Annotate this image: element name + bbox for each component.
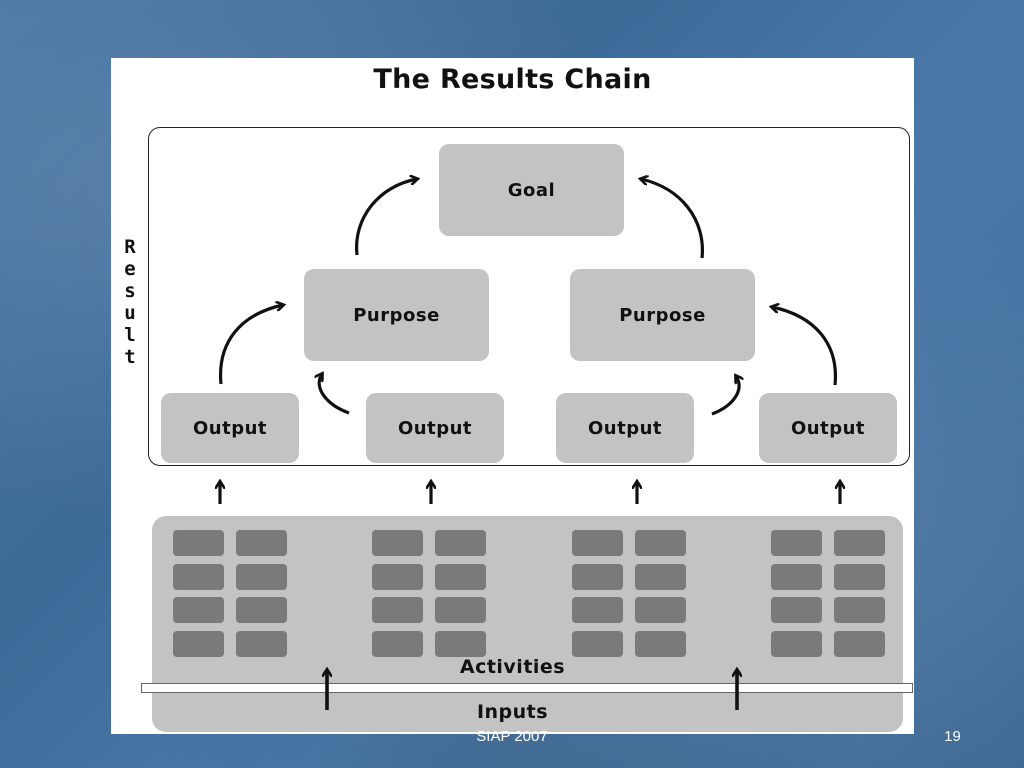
result-frame [148, 127, 910, 466]
activity-block [572, 530, 623, 556]
activity-block [236, 530, 287, 556]
arrow-output-4-to-purpose-right [772, 307, 838, 386]
diagram-panel: The Results Chain Result Goal Purpose Pu… [111, 58, 914, 734]
inputs-divider [141, 683, 913, 693]
purpose-box-left: Purpose [304, 269, 489, 361]
result-side-label: Result [124, 236, 136, 368]
activity-block [435, 564, 486, 590]
goal-box: Goal [439, 144, 624, 236]
arrow-output-2-to-purpose-left [319, 374, 350, 415]
activity-block [572, 597, 623, 623]
arrow-purpose-right-to-goal [641, 179, 704, 259]
activity-block [435, 597, 486, 623]
output-box-4: Output [759, 393, 897, 463]
activity-block [236, 597, 287, 623]
output-box-2: Output [366, 393, 504, 463]
purpose-box-right: Purpose [570, 269, 755, 361]
activity-block [834, 564, 885, 590]
activity-block [635, 631, 686, 657]
activity-block [635, 597, 686, 623]
page-number: 19 [944, 728, 961, 745]
arrow-purpose-left-to-goal [355, 179, 417, 256]
activity-block [173, 564, 224, 590]
activity-block [372, 564, 423, 590]
footer-text: SIAP 2007 [476, 728, 548, 745]
output-box-3: Output [556, 393, 694, 463]
activity-block [572, 631, 623, 657]
diagram-title: The Results Chain [373, 64, 652, 95]
activity-block [635, 564, 686, 590]
output-box-1: Output [161, 393, 299, 463]
activity-block [834, 631, 885, 657]
activity-block [372, 530, 423, 556]
arrow-output-3-to-purpose-right [711, 376, 739, 416]
activity-block [771, 564, 822, 590]
activity-block [635, 530, 686, 556]
activity-block [173, 597, 224, 623]
activity-block [435, 530, 486, 556]
activity-block [771, 530, 822, 556]
arrows-layer [111, 58, 914, 710]
activity-block [572, 564, 623, 590]
activity-block [372, 597, 423, 623]
activity-block [834, 597, 885, 623]
activities-panel [152, 516, 903, 732]
activity-block [771, 631, 822, 657]
activity-block [771, 597, 822, 623]
activity-block [372, 631, 423, 657]
inputs-label: Inputs [476, 701, 549, 723]
activity-block [236, 564, 287, 590]
activities-label: Activities [459, 656, 566, 678]
activity-block [173, 530, 224, 556]
activity-block [173, 631, 224, 657]
activity-block [236, 631, 287, 657]
activity-block [435, 631, 486, 657]
activity-block [834, 530, 885, 556]
arrow-output-1-to-purpose-left [218, 305, 283, 385]
